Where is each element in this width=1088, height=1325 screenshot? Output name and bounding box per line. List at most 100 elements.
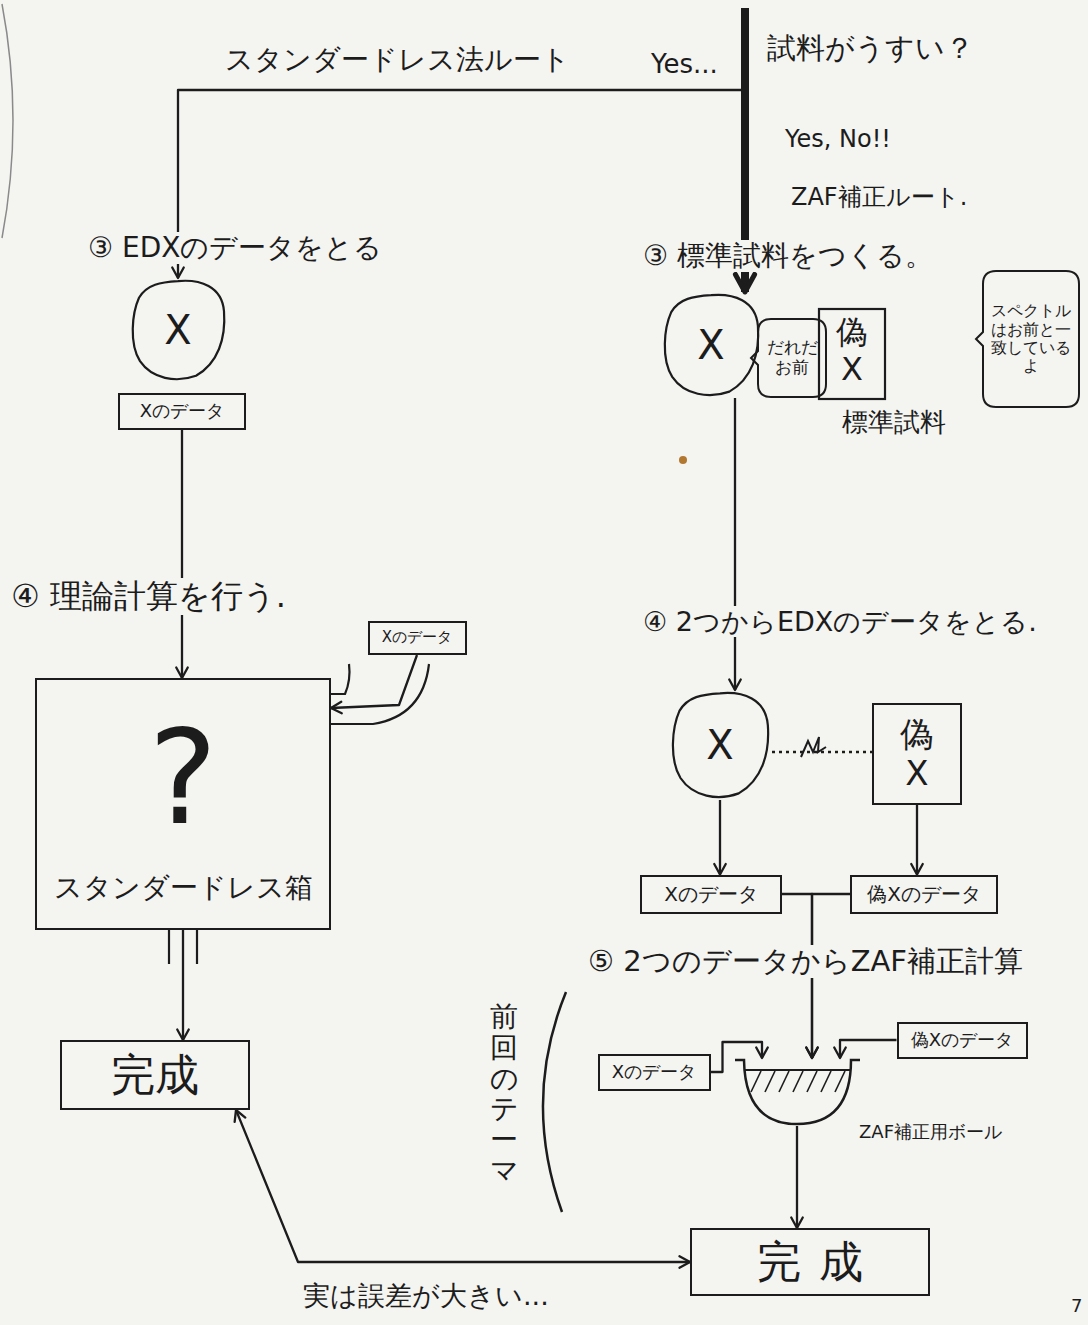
sample-blob: X	[128, 278, 228, 382]
stain-dot	[679, 456, 687, 464]
node-text: スペクトルはお前と一致しているよ	[990, 302, 1072, 376]
data-box: Xのデータ	[118, 393, 246, 430]
data-box: Xのデータ	[598, 1054, 711, 1091]
step-label: 7	[1068, 1296, 1085, 1317]
speech-bubble: だれだお前	[757, 318, 827, 398]
connector-line	[916, 805, 918, 875]
step-label: Yes...	[648, 50, 721, 80]
sample-blob: X	[660, 292, 762, 398]
connector-line	[840, 1040, 897, 1058]
speech-bubble: スペクトルはお前と一致しているよ	[982, 270, 1080, 408]
arrow-head	[806, 1047, 818, 1058]
node-text: 偽 X	[891, 715, 943, 793]
arrow-head	[834, 1047, 846, 1058]
arrow-head	[177, 1029, 189, 1040]
arrow-head	[235, 1110, 246, 1122]
page-edge-arc	[2, 4, 13, 238]
bowl-outline	[735, 1060, 860, 1124]
node-text: Xのデータ	[664, 883, 758, 906]
arrow-head	[735, 274, 754, 292]
zaf-bowl: ZAF補正用ボール	[735, 1058, 1035, 1150]
data-box: 完成	[60, 1040, 250, 1110]
node-text: Xのデータ	[382, 629, 452, 646]
pipe-wall	[168, 930, 170, 964]
arrow-head	[729, 679, 741, 690]
node-text: ZAF補正用ボール	[859, 1122, 1002, 1143]
data-box: ? スタンダードレス箱	[35, 678, 331, 930]
connector-line	[711, 1042, 763, 1072]
connector-arrow	[331, 655, 417, 713]
bowl-hatch	[779, 1071, 789, 1092]
connector-line	[796, 1126, 798, 1228]
divider-curve	[543, 992, 566, 1212]
node-text: スタンダードレス箱	[54, 872, 313, 904]
step-label: ⑤ 2つのデータからZAF補正計算	[585, 945, 1026, 978]
bowl-hatch	[793, 1071, 803, 1092]
vertical-note: 前回のテーマ	[490, 1002, 518, 1187]
connector-arrow	[911, 805, 923, 875]
connector-line	[181, 430, 183, 679]
spark-symbol	[801, 737, 826, 757]
connector-line	[719, 800, 721, 875]
blob-outline	[673, 693, 768, 797]
standard-sample-box: 偽 X標準試料	[818, 308, 958, 448]
connector-arrow	[791, 1126, 803, 1228]
decision-text: 試料がうすい？	[745, 8, 985, 98]
connector-arrow	[711, 1042, 768, 1072]
connector-arrow	[714, 800, 726, 875]
arrow-head	[791, 1217, 803, 1228]
arrow-head	[176, 667, 188, 678]
node-text: ?	[149, 704, 218, 854]
connector-arrow	[834, 1040, 896, 1058]
arrow-head	[911, 864, 923, 875]
node-text: Xのデータ	[612, 1062, 696, 1083]
connector-line	[182, 930, 184, 1040]
bowl-hatch	[765, 1071, 775, 1092]
connector-arrow	[177, 930, 189, 1040]
edge-label: 実は誤差が大きい...	[300, 1280, 552, 1311]
bubble-outline	[751, 319, 826, 397]
arrow-head	[679, 1256, 690, 1268]
step-label: ③ 標準試料をつくる。	[640, 240, 936, 272]
connector-arrow	[176, 430, 188, 679]
edge-label: ZAF補正ルート.	[788, 184, 970, 212]
arrow-head	[172, 267, 184, 278]
data-box: 偽 X	[872, 703, 962, 805]
step-label: ④ 理論計算を行う.	[8, 578, 289, 615]
node-text: X	[706, 722, 733, 768]
data-box: Xのデータ	[368, 621, 467, 655]
pipe-wall	[196, 930, 198, 964]
arrow-head	[714, 864, 726, 875]
step-label: ④ 2つからEDXのデータをとる.	[640, 606, 1040, 637]
step-label: Yes, No!!	[782, 126, 894, 154]
arrow-head	[756, 1047, 768, 1058]
funnel-wall	[331, 664, 429, 724]
data-box: Xのデータ	[640, 875, 782, 914]
bowl-hatch	[835, 1071, 845, 1092]
connector-arrow	[235, 1110, 690, 1268]
node-text: 偽Xのデータ	[911, 1030, 1013, 1051]
node-text: 試料がうすい？	[767, 32, 981, 65]
node-text: X	[164, 307, 191, 353]
funnel-wall	[331, 664, 350, 694]
data-box: 完成	[690, 1228, 930, 1296]
node-text: 偽 X	[820, 314, 884, 388]
bubble-outline	[976, 271, 1079, 407]
edge-label: スタンダードレス法ルート	[222, 44, 573, 76]
node-text: だれだお前	[765, 338, 819, 377]
connector-arrow	[729, 398, 741, 690]
bowl-hatch	[807, 1071, 817, 1092]
connector-line	[772, 751, 872, 753]
data-box: 偽Xのデータ	[897, 1022, 1028, 1059]
step-label: ③ EDXのデータをとる	[85, 232, 385, 264]
connector-arrow	[772, 752, 872, 753]
connector-line	[734, 398, 736, 690]
node-text: 偽Xのデータ	[867, 883, 981, 906]
data-box: 偽Xのデータ	[850, 875, 998, 914]
node-text: Xのデータ	[140, 401, 224, 422]
connector-line	[236, 1110, 690, 1262]
bowl-fill-line	[745, 1069, 851, 1071]
bowl-hatch	[751, 1071, 761, 1092]
sample-blob: X	[668, 690, 772, 800]
